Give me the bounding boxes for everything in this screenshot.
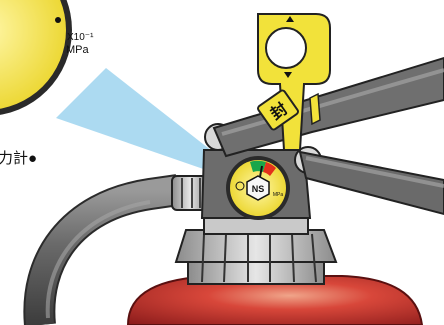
cap: [176, 216, 336, 284]
lower-lever: [300, 152, 444, 214]
small-gauge: NS MPa: [226, 156, 290, 220]
zoomed-gauge-unit-line1: X10⁻¹: [67, 32, 94, 43]
zoomed-gauge-dot: [55, 17, 61, 23]
small-gauge-unit: MPa: [273, 192, 284, 198]
caption-text: 力計●: [0, 150, 37, 167]
zoomed-gauge-unit-line2: MPa: [66, 44, 90, 56]
small-gauge-center-text: NS: [252, 184, 265, 194]
callout-beam: [56, 68, 226, 172]
